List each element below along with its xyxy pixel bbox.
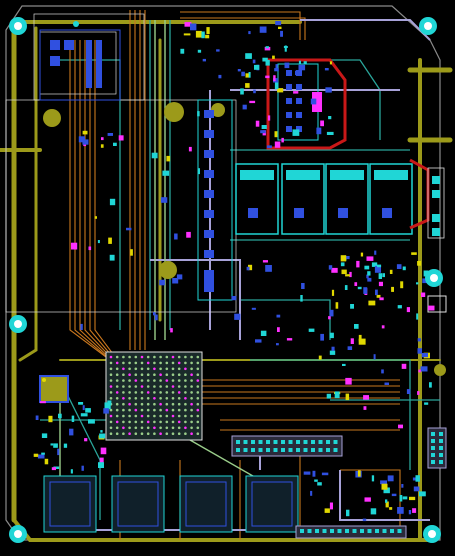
mounting-holes [9, 17, 443, 543]
mounting-hole-bottom-left[interactable] [9, 525, 27, 543]
header-row-center-pins [236, 440, 338, 452]
mounting-hole-right-middle[interactable] [425, 269, 443, 287]
center-ic-column[interactable] [197, 99, 233, 301]
header-row-center[interactable] [231, 435, 343, 457]
transformer-4[interactable] [369, 163, 413, 235]
mounting-hole-top-left[interactable] [9, 17, 27, 35]
ram-2[interactable] [111, 475, 165, 533]
ram-1[interactable] [43, 475, 97, 533]
ram-4[interactable] [245, 475, 299, 533]
bga-ball-grid [109, 355, 200, 436]
mounting-hole-bottom-right[interactable] [423, 525, 441, 543]
mounting-hole-top-right[interactable] [419, 17, 437, 35]
header-bottom[interactable] [295, 525, 407, 539]
header-bottom-pins [300, 529, 402, 533]
bga-main[interactable] [105, 351, 203, 441]
transformer-2[interactable] [281, 163, 325, 235]
transformer-1[interactable] [235, 163, 279, 235]
header-right-upper[interactable] [427, 295, 447, 313]
header-right[interactable] [427, 427, 447, 469]
header-right-pins [431, 432, 443, 464]
ram-3[interactable] [179, 475, 233, 533]
top-left-module[interactable] [39, 21, 121, 101]
connector-right-side[interactable] [427, 167, 445, 239]
yellow-vias-large [43, 102, 446, 376]
ram-chips[interactable] [43, 475, 299, 533]
transformer-3[interactable] [325, 163, 369, 235]
mounting-hole-left-middle[interactable] [9, 315, 27, 333]
small-ic-left[interactable] [39, 375, 69, 403]
transformer-row[interactable] [235, 158, 430, 235]
smd-pads [33, 21, 435, 522]
